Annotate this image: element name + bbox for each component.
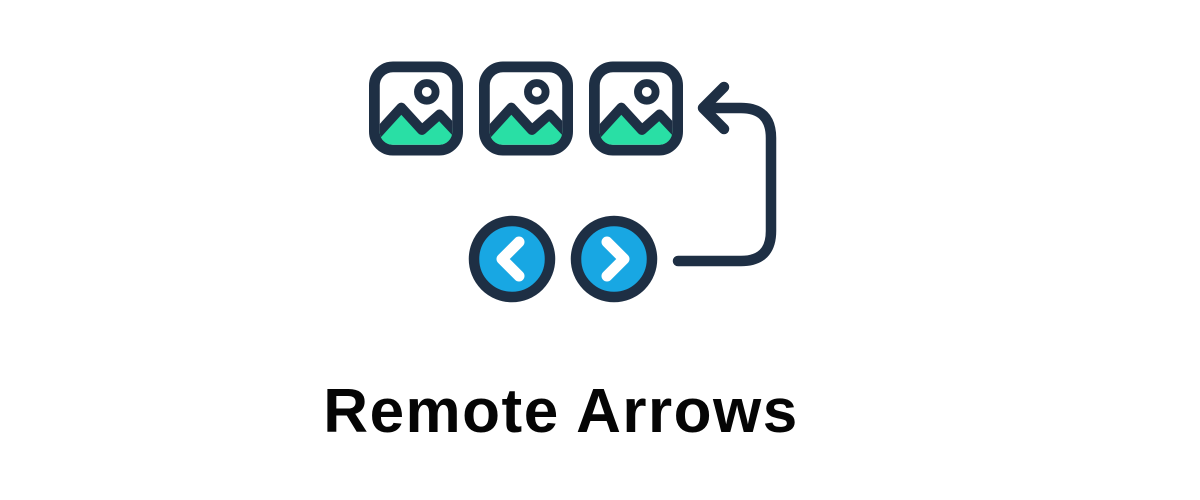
image-thumbnail-icon — [589, 61, 683, 156]
loop-arrow-icon — [672, 81, 777, 267]
chevron-right-icon — [570, 215, 658, 303]
page-title: Remote Arrows — [323, 377, 799, 446]
thumbnail-strip — [369, 60, 683, 157]
image-thumbnail-icon — [479, 61, 573, 156]
chevron-left-icon — [468, 215, 556, 303]
image-thumbnail-icon — [369, 61, 463, 156]
prev-button[interactable] — [468, 215, 556, 303]
next-button[interactable] — [570, 215, 658, 303]
